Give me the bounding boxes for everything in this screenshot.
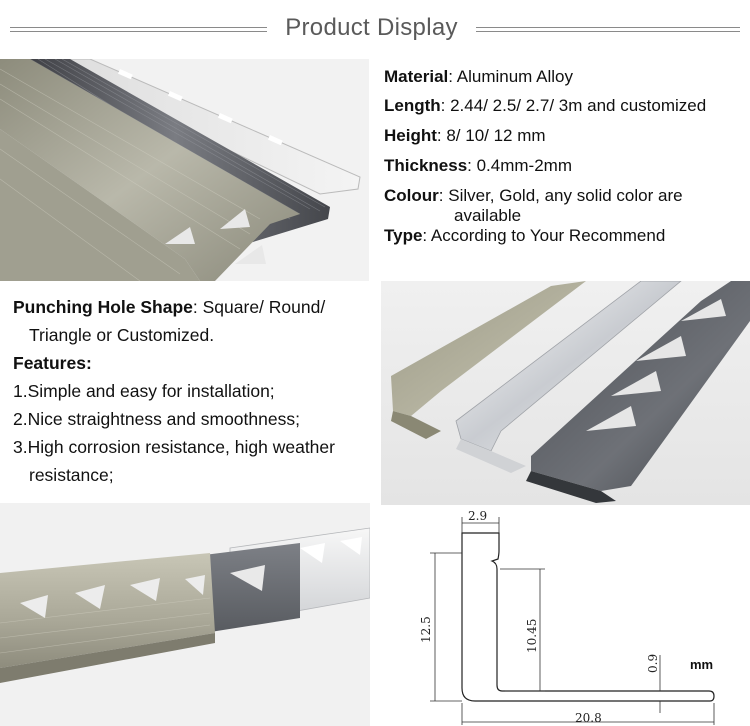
hole-shape-line: Punching Hole Shape: Square/ Round/ bbox=[13, 296, 325, 318]
header-rule-right bbox=[476, 27, 740, 33]
spec-colour: Colour: Silver, Gold, any solid color ar… bbox=[384, 186, 683, 226]
product-photo-three-trims bbox=[381, 281, 750, 506]
spec-length-value: : 2.44/ 2.5/ 2.7/ 3m and customized bbox=[440, 96, 707, 115]
spec-height-label: Height bbox=[384, 126, 437, 145]
dim-mid-label: 10.45 bbox=[525, 619, 539, 653]
spec-thickness-value: : 0.4mm-2mm bbox=[467, 156, 572, 175]
spec-thickness: Thickness: 0.4mm-2mm bbox=[384, 156, 572, 176]
header-rule-left bbox=[10, 27, 267, 33]
unit-label: mm bbox=[690, 657, 713, 672]
spec-colour-label: Colour bbox=[384, 186, 439, 205]
spec-height-value: : 8/ 10/ 12 mm bbox=[436, 126, 546, 145]
dim-top-label: 2.9 bbox=[468, 509, 487, 523]
feature-item-3: 3.High corrosion resistance, high weathe… bbox=[13, 437, 335, 457]
spec-thickness-label: Thickness bbox=[384, 156, 468, 175]
spec-material-value: : Aluminum Alloy bbox=[448, 67, 573, 86]
dim-small-label: 0.9 bbox=[646, 654, 660, 673]
dim-bottom-label: 20.8 bbox=[575, 711, 602, 725]
spec-type-value: : According to Your Recommend bbox=[422, 226, 666, 245]
spec-length: Length: 2.44/ 2.5/ 2.7/ 3m and customize… bbox=[384, 96, 706, 116]
feature-item-2: 2.Nice straightness and smoothness; bbox=[13, 409, 300, 429]
spec-material: Material: Aluminum Alloy bbox=[384, 67, 573, 87]
spec-type-label: Type bbox=[384, 226, 423, 245]
product-photo-triangle-holes bbox=[0, 503, 370, 726]
spec-colour-value: : Silver, Gold, any solid color are bbox=[438, 186, 683, 205]
hole-shape-value: : Square/ Round/ bbox=[192, 297, 326, 317]
hole-shape-label: Punching Hole Shape bbox=[13, 297, 193, 317]
spec-height: Height: 8/ 10/ 12 mm bbox=[384, 126, 546, 146]
spec-material-label: Material bbox=[384, 67, 449, 86]
dim-left-label: 12.5 bbox=[419, 616, 433, 643]
features-title: Features: bbox=[13, 352, 92, 374]
spec-type: Type: According to Your Recommend bbox=[384, 226, 665, 246]
product-photo-brushed-trims bbox=[0, 59, 369, 281]
section-header: Product Display bbox=[0, 0, 750, 58]
feature-item-3-cont: resistance; bbox=[29, 465, 114, 485]
spec-length-label: Length bbox=[384, 96, 441, 115]
feature-item-1: 1.Simple and easy for installation; bbox=[13, 381, 275, 401]
features-title-text: Features: bbox=[13, 353, 92, 373]
hole-shape-cont: Triangle or Customized. bbox=[29, 325, 215, 345]
spec-colour-value-cont: available bbox=[454, 206, 522, 225]
section-title: Product Display bbox=[285, 14, 458, 41]
profile-dimension-drawing: 2.9 12.5 10.45 0.9 20.8 mm bbox=[380, 505, 750, 726]
